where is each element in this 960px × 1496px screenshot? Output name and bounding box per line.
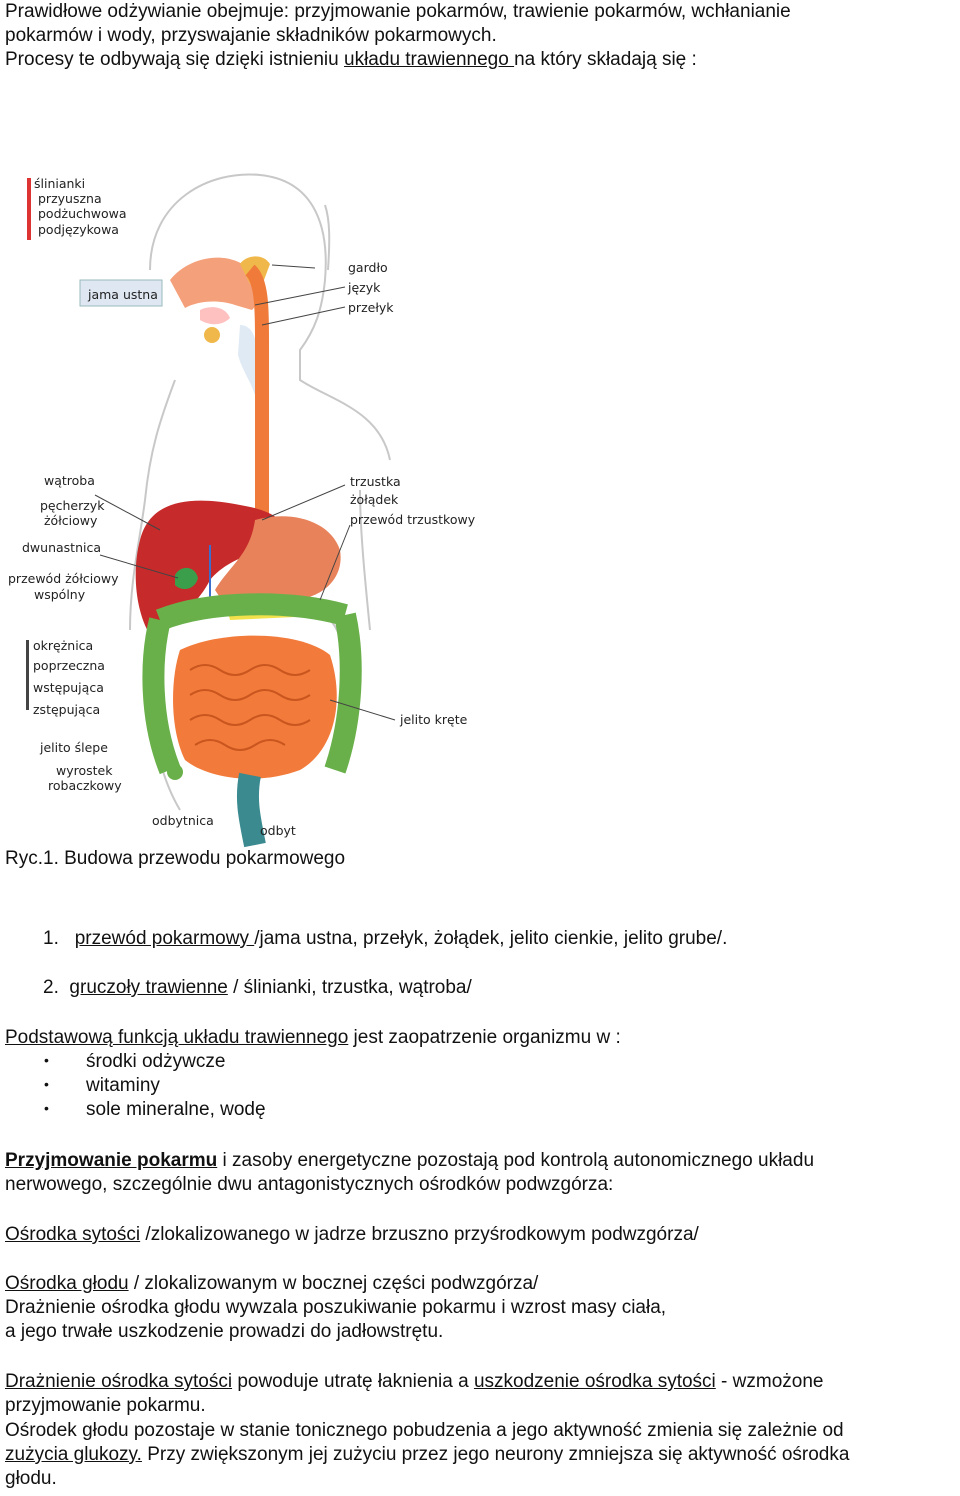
figure-caption: Ryc.1. Budowa przewodu pokarmowego — [5, 848, 346, 869]
label-przelyk: przełyk — [348, 300, 394, 315]
label-jelito-slepe: jelito ślepe — [39, 740, 108, 755]
label-trzustka: trzustka — [350, 474, 401, 489]
hunger-line-2: Drażnienie ośrodka głodu wywzala poszuki… — [5, 1297, 667, 1318]
label-podjezykowa: podjęzykowa — [38, 222, 119, 237]
digestive-system-diagram: ślinianki przyuszna podżuchwowa podjęzyk… — [8, 173, 476, 848]
list-item-1: 1. przewód pokarmowy /jama ustna, przeły… — [43, 928, 728, 949]
bullet-2: • — [44, 1076, 49, 1092]
trachea — [238, 325, 258, 395]
label-przewod-zolciowy-2: wspólny — [34, 587, 86, 602]
bullet-text-3: sole mineralne, wodę — [86, 1099, 266, 1120]
control-line-2: nerwowego, szczególnie dwu antagonistycz… — [5, 1174, 614, 1195]
para2-line-3: głodu. — [5, 1468, 57, 1489]
label-przewod-zolciowy-1: przewód żółciowy — [8, 571, 119, 586]
satiety-line: Ośrodka sytości /zlokalizowanego w jadrz… — [5, 1224, 699, 1245]
para1-line-2: przyjmowanie pokarmu. — [5, 1395, 206, 1416]
label-jama-ustna: jama ustna — [87, 287, 158, 302]
ascending-colon — [142, 617, 181, 775]
submandibular-gland — [204, 327, 220, 343]
label-poprzeczna: poprzeczna — [33, 658, 105, 673]
label-odbytnica: odbytnica — [152, 813, 214, 828]
bullet-1: • — [44, 1052, 49, 1068]
label-zstepujaca: zstępująca — [33, 702, 100, 717]
label-pecherzyk-1: pęcherzyk — [40, 498, 105, 513]
transverse-colon — [155, 593, 348, 631]
rectum — [236, 772, 266, 848]
label-wyrostek-1: wyrostek — [56, 763, 113, 778]
label-okreznica: okrężnica — [33, 638, 93, 653]
label-watroba: wątroba — [44, 473, 95, 488]
bullet-text-2: witaminy — [86, 1075, 160, 1096]
label-jezyk: język — [347, 280, 381, 295]
small-intestine — [173, 635, 337, 779]
para2-line-1: Ośrodek głodu pozostaje w stanie toniczn… — [5, 1420, 844, 1441]
hunger-line-1: Ośrodka głodu / zlokalizowanym w bocznej… — [5, 1273, 539, 1294]
label-przewod-trzustkowy: przewód trzustkowy — [350, 512, 476, 527]
label-gardlo: gardło — [348, 260, 388, 275]
descending-colon — [324, 612, 362, 774]
colon-bracket — [26, 640, 29, 710]
para2-line-2: zużycia glukozy. Przy zwiększonym jej zu… — [5, 1444, 850, 1465]
label-przyuszna: przyuszna — [38, 191, 102, 206]
list-item-2: 2. gruczoły trawienne / ślinianki, trzus… — [43, 977, 472, 998]
label-slinianki: ślinianki — [34, 176, 85, 191]
tongue — [200, 307, 230, 325]
gallbladder — [175, 567, 198, 590]
hunger-line-3: a jego trwałe uszkodzenie prowadzi do ja… — [5, 1321, 444, 1342]
function-line: Podstawową funkcją układu trawiennego je… — [5, 1027, 621, 1048]
para1-line-1: Drażnienie ośrodka sytości powoduje utra… — [5, 1371, 824, 1392]
leader-lines — [94, 264, 396, 721]
intro-line-3: Procesy te odbywają się dzięki istnieniu… — [5, 49, 697, 70]
appendix — [167, 764, 183, 780]
label-wyrostek-2: robaczkowy — [48, 778, 122, 793]
label-pecherzyk-2: żółciowy — [44, 513, 98, 528]
intro-line-1: Prawidłowe odżywianie obejmuje: przyjmow… — [5, 1, 791, 22]
label-odbyt: odbyt — [260, 823, 296, 838]
intro-line-2: pokarmów i wody, przyswajanie składników… — [5, 25, 497, 46]
label-jelito-krete: jelito kręte — [399, 712, 468, 727]
stomach — [215, 516, 341, 605]
digestive-system-term: układu trawiennego — [344, 49, 515, 70]
esophagus — [244, 264, 269, 520]
bullet-text-1: środki odżywcze — [86, 1051, 226, 1072]
label-dwunastnica: dwunastnica — [22, 540, 101, 555]
label-podzuchwowa: podżuchwowa — [38, 206, 127, 221]
mouth-label-box — [79, 279, 163, 307]
salivary-bracket — [27, 178, 31, 240]
oral-cavity — [170, 257, 260, 310]
bullet-3: • — [44, 1100, 49, 1116]
label-zoladek: żołądek — [350, 492, 399, 507]
label-wstepujaca: wstępująca — [33, 680, 104, 695]
control-line-1: Przyjmowanie pokarmu i zasoby energetycz… — [5, 1150, 815, 1171]
